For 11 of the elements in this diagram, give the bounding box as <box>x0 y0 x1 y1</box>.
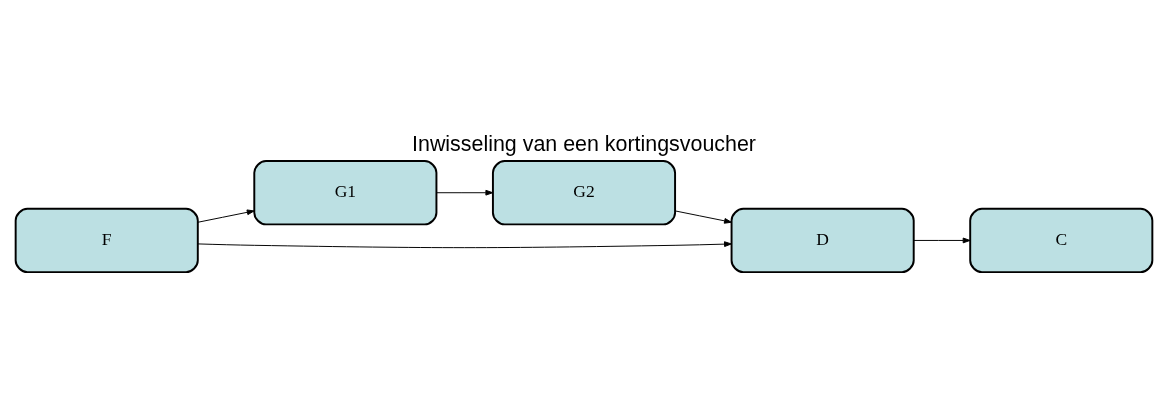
arrow <box>197 240 732 248</box>
diagram-title: Inwisseling van een kortingsvoucher <box>412 131 756 156</box>
node-box: G1 <box>253 159 438 225</box>
node-box: G2 <box>491 159 677 225</box>
arrow <box>913 237 971 243</box>
arrow <box>197 208 255 223</box>
node-box: D <box>730 207 915 273</box>
arrow <box>436 189 494 196</box>
arrow <box>674 209 732 224</box>
node-box: F <box>14 207 199 273</box>
node-box: C <box>969 207 1154 273</box>
